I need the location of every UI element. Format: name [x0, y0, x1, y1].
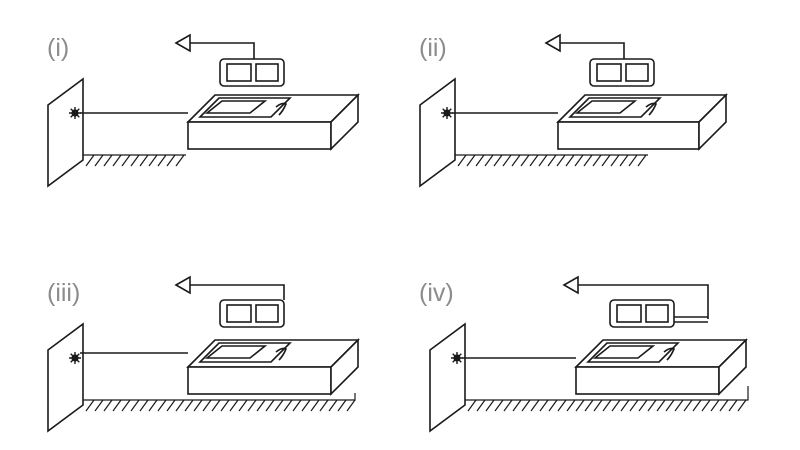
display-unit: [609, 299, 708, 328]
ground-hatching: [83, 393, 356, 412]
ground-hatching: [465, 386, 749, 412]
panel-iii: (iii): [47, 275, 360, 433]
output-arrow: [544, 33, 625, 59]
panel-iv: (iv): [419, 275, 749, 433]
light-source-icon: [451, 352, 463, 364]
light-source-icon: [69, 352, 81, 364]
wall: [47, 77, 84, 188]
ground-hatching: [83, 154, 186, 167]
output-arrow: [562, 275, 709, 319]
ground-hatching: [455, 154, 648, 167]
sensor-device: [198, 342, 292, 363]
sensor-device: [568, 97, 662, 118]
panel-ii: (ii): [419, 33, 728, 188]
light-source-icon: [69, 107, 81, 119]
panel-label: (ii): [419, 34, 447, 62]
output-arrow: [174, 275, 285, 300]
display-unit: [219, 58, 285, 87]
sensor-device: [586, 342, 680, 363]
panel-i: (i): [47, 33, 360, 188]
sensor-device: [198, 97, 292, 118]
wall: [419, 77, 456, 188]
display-unit: [219, 299, 285, 328]
panel-label: (i): [47, 34, 69, 62]
output-arrow: [174, 33, 255, 59]
light-source-icon: [441, 107, 453, 119]
panel-label: (iii): [47, 279, 80, 307]
wall: [429, 322, 466, 433]
panel-label: (iv): [419, 279, 454, 307]
display-unit: [589, 58, 655, 87]
wall: [47, 322, 84, 433]
